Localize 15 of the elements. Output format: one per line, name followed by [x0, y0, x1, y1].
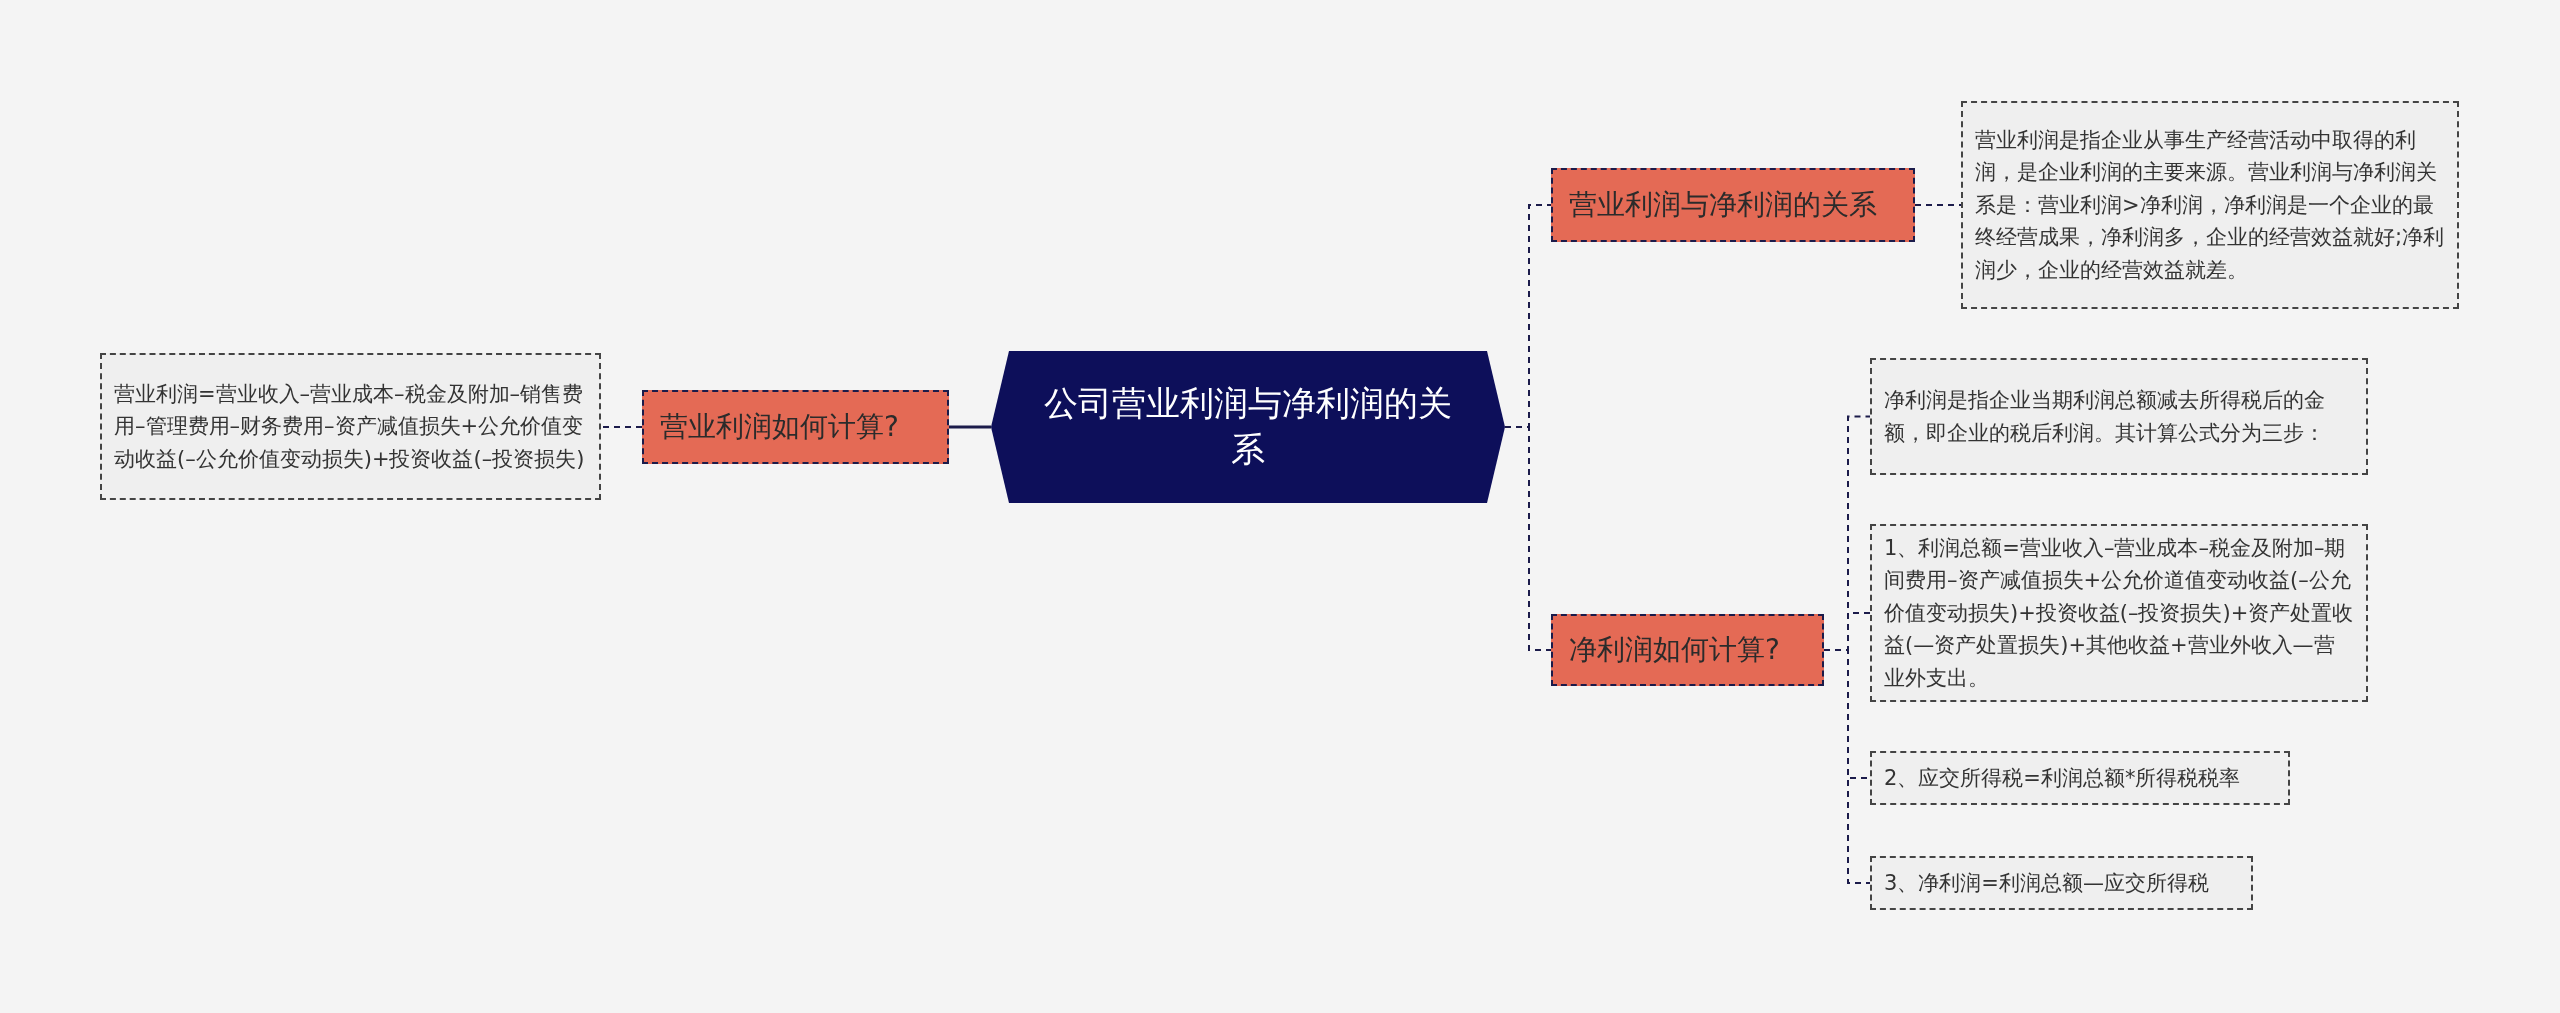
topic-box: 营业利润如何计算? [642, 390, 949, 464]
note-box: 营业利润=营业收入–营业成本–税金及附加–销售费用–管理费用–财务费用–资产减值损失+公允价值变动收益(–公允价值变动损失)+投资收益(–投资损失) [100, 353, 601, 500]
connector-line [1823, 649, 1871, 884]
central-topic-text: 公司营业利润与净利润的关系 [1043, 382, 1453, 471]
note-box: 营业利润是指企业从事生产经营活动中取得的利润，是企业利润的主要来源。营业利润与净利润关系是：营业利润>净利润，净利润是一个企业的最终经营成果，净利润多，企业的经营效益就好;净利润少，企业的经营效益就差。 [1961, 101, 2459, 309]
note-box: 1、利润总额=营业收入–营业成本–税金及附加–期间费用–资产减值损失+公允价道值变动收益(–公允价值变动损失)+投资收益(–投资损失)+资产处置收益(—资产处置损失)+其他收益+营业外收入—营业外支出。 [1870, 524, 2368, 702]
connector-line [1504, 426, 1552, 651]
connector-line [600, 426, 643, 428]
topic-box: 营业利润与净利润的关系 [1551, 168, 1915, 242]
note-box: 2、应交所得税=利润总额*所得税税率 [1870, 751, 2290, 805]
topic-box: 净利润如何计算? [1551, 614, 1824, 686]
connector-line [1914, 204, 1962, 206]
note-box: 净利润是指企业当期利润总额减去所得税后的金额，即企业的税后利润。其计算公式分为三步： [1870, 358, 2368, 475]
note-box: 3、净利润=利润总额—应交所得税 [1870, 856, 2253, 910]
connector-line [949, 425, 991, 429]
